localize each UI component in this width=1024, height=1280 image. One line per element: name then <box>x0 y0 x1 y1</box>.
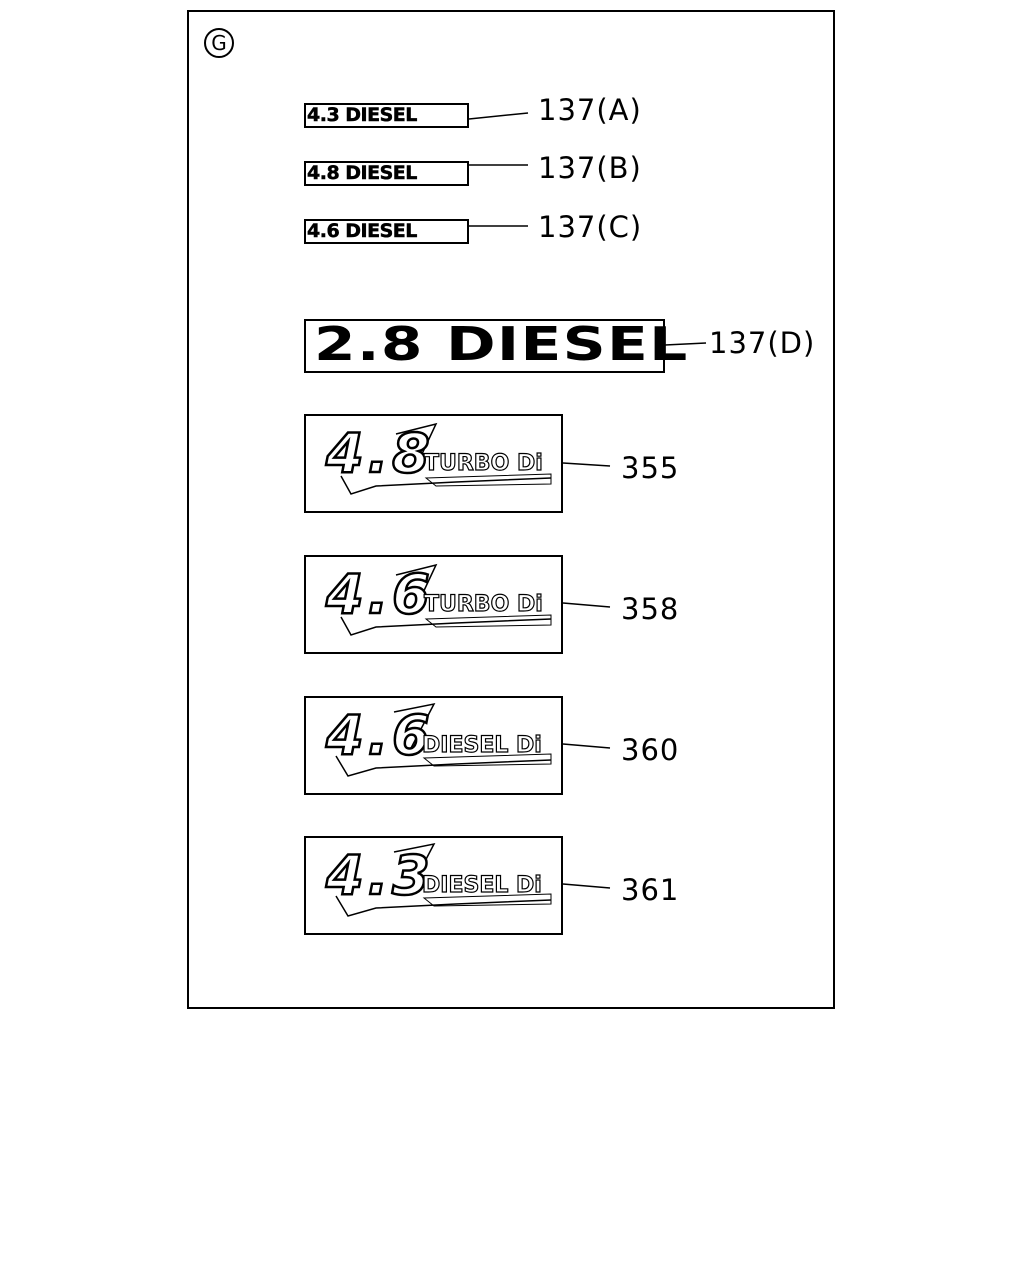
emblem-361-text: DIESEL Di <box>421 873 542 898</box>
emblem-358-number: 4.6 <box>325 563 434 626</box>
callout-137c: 137(C) <box>538 210 643 244</box>
badge-137b: 4.8 DIESEL <box>304 161 469 186</box>
callout-137d: 137(D) <box>709 326 816 360</box>
emblem-355-text: TURBO Di <box>423 451 543 476</box>
callout-361: 361 <box>621 873 680 907</box>
emblem-355: 4.8 TURBO Di <box>304 414 563 513</box>
badge-137a-text: 4.3 DIESEL <box>307 104 418 126</box>
emblem-360-number: 4.6 <box>325 704 434 767</box>
emblem-360: 4.6 DIESEL Di <box>304 696 563 795</box>
badge-137c-text: 4.6 DIESEL <box>307 220 418 242</box>
emblem-361-number: 4.3 <box>325 844 434 907</box>
emblem-358-swoosh <box>340 563 552 636</box>
emblem-360-swoosh <box>335 702 552 777</box>
callout-360: 360 <box>621 733 680 767</box>
badge-137a: 4.3 DIESEL <box>304 103 469 128</box>
emblem-355-swoosh <box>340 422 552 495</box>
section-label: G <box>204 28 234 58</box>
badge-137d-text: 2.8 DIESEL <box>314 317 689 371</box>
badge-137d: 2.8 DIESEL <box>304 319 687 373</box>
badge-137b-text: 4.8 DIESEL <box>307 162 418 184</box>
emblem-358-text: TURBO Di <box>423 592 543 617</box>
emblem-355-number: 4.8 <box>325 422 434 485</box>
callout-358: 358 <box>621 592 680 626</box>
badge-137c: 4.6 DIESEL <box>304 219 469 244</box>
diagram-frame <box>187 10 835 1009</box>
emblem-361: 4.3 DIESEL Di <box>304 836 563 935</box>
emblem-361-swoosh <box>335 842 552 917</box>
callout-137a: 137(A) <box>538 93 642 127</box>
emblem-360-text: DIESEL Di <box>421 733 542 758</box>
emblem-358: 4.6 TURBO Di <box>304 555 563 654</box>
callout-355: 355 <box>621 451 680 485</box>
callout-137b: 137(B) <box>538 151 642 185</box>
